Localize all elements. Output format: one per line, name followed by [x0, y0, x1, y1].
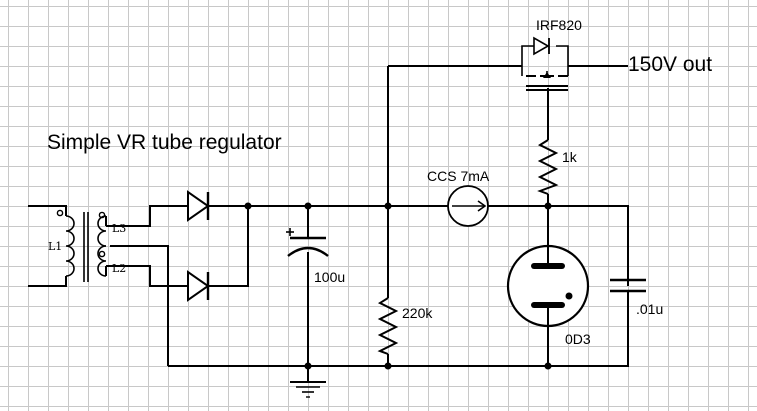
- diode-icon: [187, 190, 210, 222]
- inductor-l3-label: L3: [112, 222, 126, 235]
- junction-dot: [244, 202, 252, 210]
- output-label: 150V out: [628, 53, 712, 76]
- wire-ground-rail: [168, 290, 629, 367]
- capacitor-icon: [610, 278, 646, 293]
- wire-diode2-to-rail: [208, 206, 249, 287]
- resistor-220k-label: 220k: [402, 305, 433, 321]
- inductor-l1-label: L1: [48, 240, 62, 253]
- mosfet-icon: [521, 36, 569, 91]
- junction-dot: [384, 362, 392, 370]
- tube-label: 0D3: [565, 331, 591, 347]
- ground-icon: [290, 381, 326, 398]
- resistor-icon: [537, 139, 559, 195]
- junction-dot: [304, 362, 312, 370]
- resistor-1k-label: 1k: [562, 149, 578, 165]
- junction-dot: [544, 202, 552, 210]
- capacitor-100u-label: 100u: [314, 269, 345, 285]
- wire-main-rail-right: [488, 205, 629, 286]
- junctions: [244, 202, 552, 370]
- wire-centertap-to-ground: [110, 245, 169, 366]
- capacitor-01u-label: .01u: [636, 301, 663, 317]
- ccs-label: CCS 7mA: [427, 168, 490, 184]
- junction-dot: [384, 202, 392, 210]
- vr-tube-icon: [506, 244, 590, 328]
- wires: [106, 65, 629, 382]
- diode-icon: [187, 270, 210, 302]
- transformer-icon: [28, 205, 107, 287]
- resistor-icon: [377, 297, 399, 355]
- capacitor-icon: [286, 228, 329, 257]
- current-source-icon: [447, 185, 489, 227]
- mosfet-label: IRF820: [536, 17, 582, 33]
- wire-l3-to-diode: [106, 205, 188, 227]
- junction-dot: [304, 202, 312, 210]
- junction-dot: [544, 362, 552, 370]
- inductor-l2-label: L2: [112, 262, 126, 275]
- diagram-title: Simple VR tube regulator: [47, 131, 282, 154]
